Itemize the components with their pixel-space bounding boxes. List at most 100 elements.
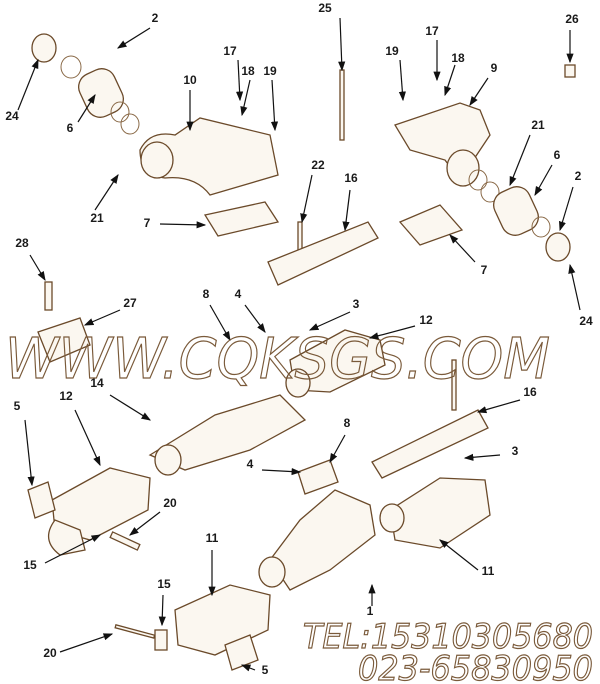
heat-shield-upper [267, 221, 379, 286]
callout-label-2: 2 [575, 169, 582, 183]
flange [379, 503, 405, 533]
leader-arrow [109, 394, 152, 421]
oring [110, 101, 130, 123]
callout-label-1: 1 [367, 604, 374, 618]
leader-arrow [240, 664, 256, 672]
callout-label-2: 2 [152, 11, 159, 25]
callout-label-24: 24 [5, 109, 19, 123]
flange [154, 444, 182, 476]
leader-arrow [329, 434, 346, 464]
leader-arrow [129, 511, 161, 536]
contact-phone: 023-65830950 [358, 649, 593, 684]
oring [480, 181, 500, 203]
leader-arrow [158, 594, 166, 627]
callout-label-4: 4 [247, 457, 254, 471]
leader-arrow [261, 467, 302, 476]
leader-arrow [83, 309, 121, 326]
hose-clamp-left [31, 33, 57, 63]
leader-arrow [342, 189, 351, 232]
callout-label-25: 25 [318, 1, 332, 15]
callout-label-15: 15 [23, 558, 37, 572]
callout-label-26: 26 [565, 12, 579, 26]
callout-label-21: 21 [90, 211, 104, 225]
callout-label-17: 17 [425, 24, 439, 38]
leader-arrow [558, 186, 574, 232]
callout-label-5: 5 [262, 663, 269, 677]
leader-arrow [463, 453, 501, 461]
leader-arrow [398, 59, 406, 102]
callout-label-20: 20 [163, 496, 177, 510]
leader-arrow [159, 221, 207, 229]
capscrew [44, 281, 53, 311]
callout-label-12: 12 [59, 389, 73, 403]
callout-label-7: 7 [144, 216, 151, 230]
leader-arrow [17, 58, 39, 111]
callout-label-16: 16 [344, 171, 358, 185]
callout-label-19: 19 [263, 64, 277, 78]
flange [258, 556, 286, 588]
callout-label-16: 16 [523, 385, 537, 399]
callout-label-18: 18 [241, 64, 255, 78]
leader-arrow [444, 64, 456, 97]
leader-arrow [209, 304, 231, 342]
leader-arrow [24, 419, 35, 487]
elbow [48, 519, 86, 556]
callout-label-6: 6 [554, 148, 561, 162]
gasket-left [203, 201, 280, 237]
exhaust-manifold-rear-right [389, 477, 491, 549]
gasket [224, 634, 259, 671]
leader-arrow [469, 77, 489, 106]
callout-label-7: 7 [481, 263, 488, 277]
flange [285, 368, 311, 398]
callout-label-11: 11 [482, 564, 495, 578]
leader-arrow [338, 17, 346, 72]
callout-label-14: 14 [90, 376, 104, 390]
callout-label-5: 5 [14, 399, 21, 413]
gasket [297, 459, 339, 495]
callout-label-18: 18 [451, 51, 465, 65]
callout-label-11: 11 [206, 531, 219, 545]
sleeve [154, 629, 168, 651]
exhaust-manifold-center-lower [269, 489, 376, 591]
outlet-flange [140, 141, 174, 179]
outlet-flange [446, 149, 480, 187]
callout-label-19: 19 [385, 44, 399, 58]
leader-arrow [77, 93, 96, 123]
callout-label-20: 20 [43, 646, 57, 660]
callout-label-3: 3 [353, 297, 360, 311]
oring [468, 169, 488, 191]
leader-arrow [476, 399, 521, 414]
oring [120, 113, 140, 135]
leader-arrow [59, 633, 114, 653]
exhaust-manifold-center [148, 394, 307, 471]
leader-arrow [308, 311, 351, 331]
leader-arrow [74, 409, 101, 467]
hose-clamp-right [545, 232, 571, 262]
bracket [37, 317, 91, 363]
bellows-hose-right [493, 186, 539, 236]
leader-arrow [244, 304, 266, 333]
leader-arrow [534, 164, 553, 197]
callout-label-6: 6 [67, 121, 74, 135]
leader-arrow [240, 79, 251, 117]
callout-label-24: 24 [579, 314, 593, 328]
callout-label-28: 28 [15, 236, 29, 250]
callout-label-4: 4 [235, 287, 242, 301]
leader-arrow [368, 325, 416, 340]
bolt [451, 359, 457, 411]
leader-arrow [509, 134, 531, 187]
heat-shield-lower [371, 409, 489, 479]
callout-label-21: 21 [531, 118, 545, 132]
leader-arrow [270, 79, 279, 132]
leader-arrow [449, 234, 476, 263]
oring [60, 55, 82, 79]
callout-label-8: 8 [344, 416, 351, 430]
callout-label-22: 22 [311, 158, 325, 172]
callout-label-27: 27 [123, 296, 137, 310]
leader-arrow [439, 539, 479, 571]
leader-arrow [44, 534, 102, 564]
